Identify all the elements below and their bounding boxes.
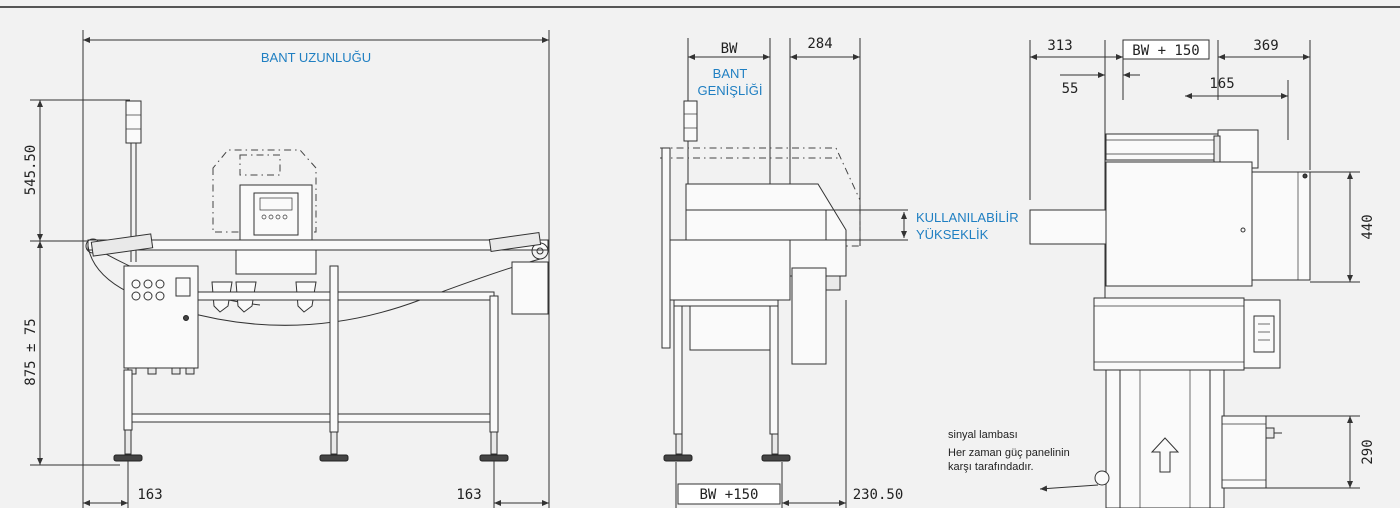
dim-165: 165 [1209, 76, 1234, 92]
belt-width-label-line1: BANT [713, 66, 748, 81]
infeed-conveyor-top [1029, 209, 1107, 245]
detector-body-top [1105, 161, 1253, 287]
drive-roller-top [1105, 133, 1219, 161]
side-detector-dashed [660, 147, 861, 247]
dim-290: 290 [1360, 439, 1376, 464]
control-cabinet-side [791, 267, 827, 365]
drive-motor-lower [1221, 415, 1267, 489]
signal-lamp-label: sinyal lambası [948, 429, 1018, 441]
dim-bw-top: BW [721, 41, 738, 57]
dim-163-left: 163 [137, 487, 162, 503]
direction-arrow-icon [1150, 437, 1180, 473]
signal-lamp-front [125, 100, 142, 144]
dim-369: 369 [1253, 38, 1278, 54]
side-view: BW 284 BANT GENİŞLİĞİ KULLANILABİLİR YÜK… [660, 36, 1019, 508]
dim-875-75: 875 ± 75 [23, 318, 39, 385]
dim-284: 284 [807, 36, 832, 52]
dim-440: 440 [1360, 214, 1376, 239]
dim-bw-plus-150-top: BW + 150 [1132, 43, 1199, 59]
dim-163-right: 163 [456, 487, 481, 503]
note-line-2: karşı tarafındadır. [948, 461, 1034, 473]
dim-55: 55 [1062, 81, 1079, 97]
front-view: BANT UZUNLUĞU 545.50 875 ± 75 [23, 30, 550, 508]
dim-bw-plus-150-side: BW +150 [699, 487, 758, 503]
side-frame-top [669, 239, 791, 301]
usable-height-label-line2: YÜKSEKLİK [916, 227, 989, 242]
conveyor-lower-top [1105, 369, 1225, 508]
signal-lamp-side [683, 100, 698, 142]
detector-dashed-outline [212, 149, 317, 233]
dim-313: 313 [1047, 38, 1072, 54]
usable-height-label-line1: KULLANILABİLİR [916, 210, 1019, 225]
control-panel-top [1093, 297, 1245, 371]
drive-motor-front [511, 261, 549, 315]
dim-545-50: 545.50 [23, 145, 39, 196]
top-view: 313 BW + 150 369 55 165 440 [948, 38, 1376, 508]
belt-length-label: BANT UZUNLUĞU [261, 50, 371, 65]
detector-side-box [1251, 171, 1311, 281]
signal-lamp-top [1094, 470, 1110, 486]
belt-width-label-line2: GENİŞLİĞİ [697, 83, 762, 98]
conveyor-belt-front [87, 239, 549, 251]
dim-230-50: 230.50 [853, 487, 904, 503]
note-line-1: Her zaman güç panelinin [948, 447, 1070, 459]
